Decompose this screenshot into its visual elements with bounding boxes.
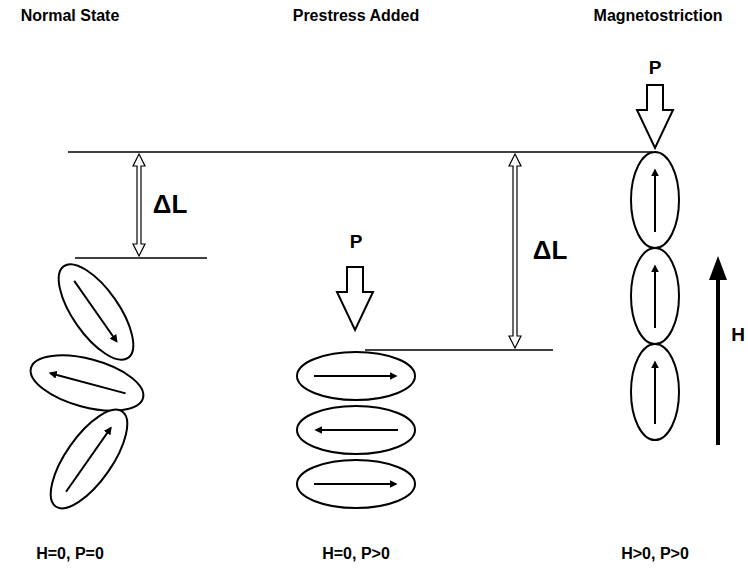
domain-ellipse bbox=[631, 248, 679, 344]
domain-ellipse bbox=[297, 406, 415, 454]
prestress-arrow bbox=[637, 85, 673, 148]
reference-line bbox=[75, 257, 207, 259]
domain-ellipse bbox=[631, 344, 679, 440]
prestress-arrow bbox=[337, 267, 373, 330]
domain-ellipse bbox=[37, 398, 141, 519]
column-heading: Prestress Added bbox=[293, 7, 420, 25]
state-label: H=0, P=0 bbox=[36, 545, 104, 563]
h-field-arrow bbox=[709, 256, 727, 445]
field-label: H bbox=[731, 325, 745, 346]
reference-line bbox=[68, 151, 652, 153]
domain-ellipse bbox=[45, 253, 147, 371]
column-heading: Normal State bbox=[21, 7, 120, 25]
state-label: H=0, P>0 bbox=[322, 545, 390, 563]
domain-ellipse bbox=[297, 460, 415, 508]
column-heading: Magnetostriction bbox=[594, 7, 723, 25]
delta-l-label: ΔL bbox=[153, 190, 188, 219]
force-label: P bbox=[649, 58, 662, 79]
reference-line bbox=[365, 349, 553, 351]
domain-ellipse bbox=[631, 152, 679, 248]
domain-ellipse bbox=[25, 345, 149, 421]
state-label: H>0, P>0 bbox=[621, 545, 689, 563]
domain-ellipse bbox=[297, 352, 415, 400]
delta-l-label: ΔL bbox=[533, 236, 568, 265]
delta-l-arrow bbox=[509, 154, 521, 348]
force-label: P bbox=[350, 232, 363, 253]
delta-l-arrow bbox=[133, 154, 145, 256]
